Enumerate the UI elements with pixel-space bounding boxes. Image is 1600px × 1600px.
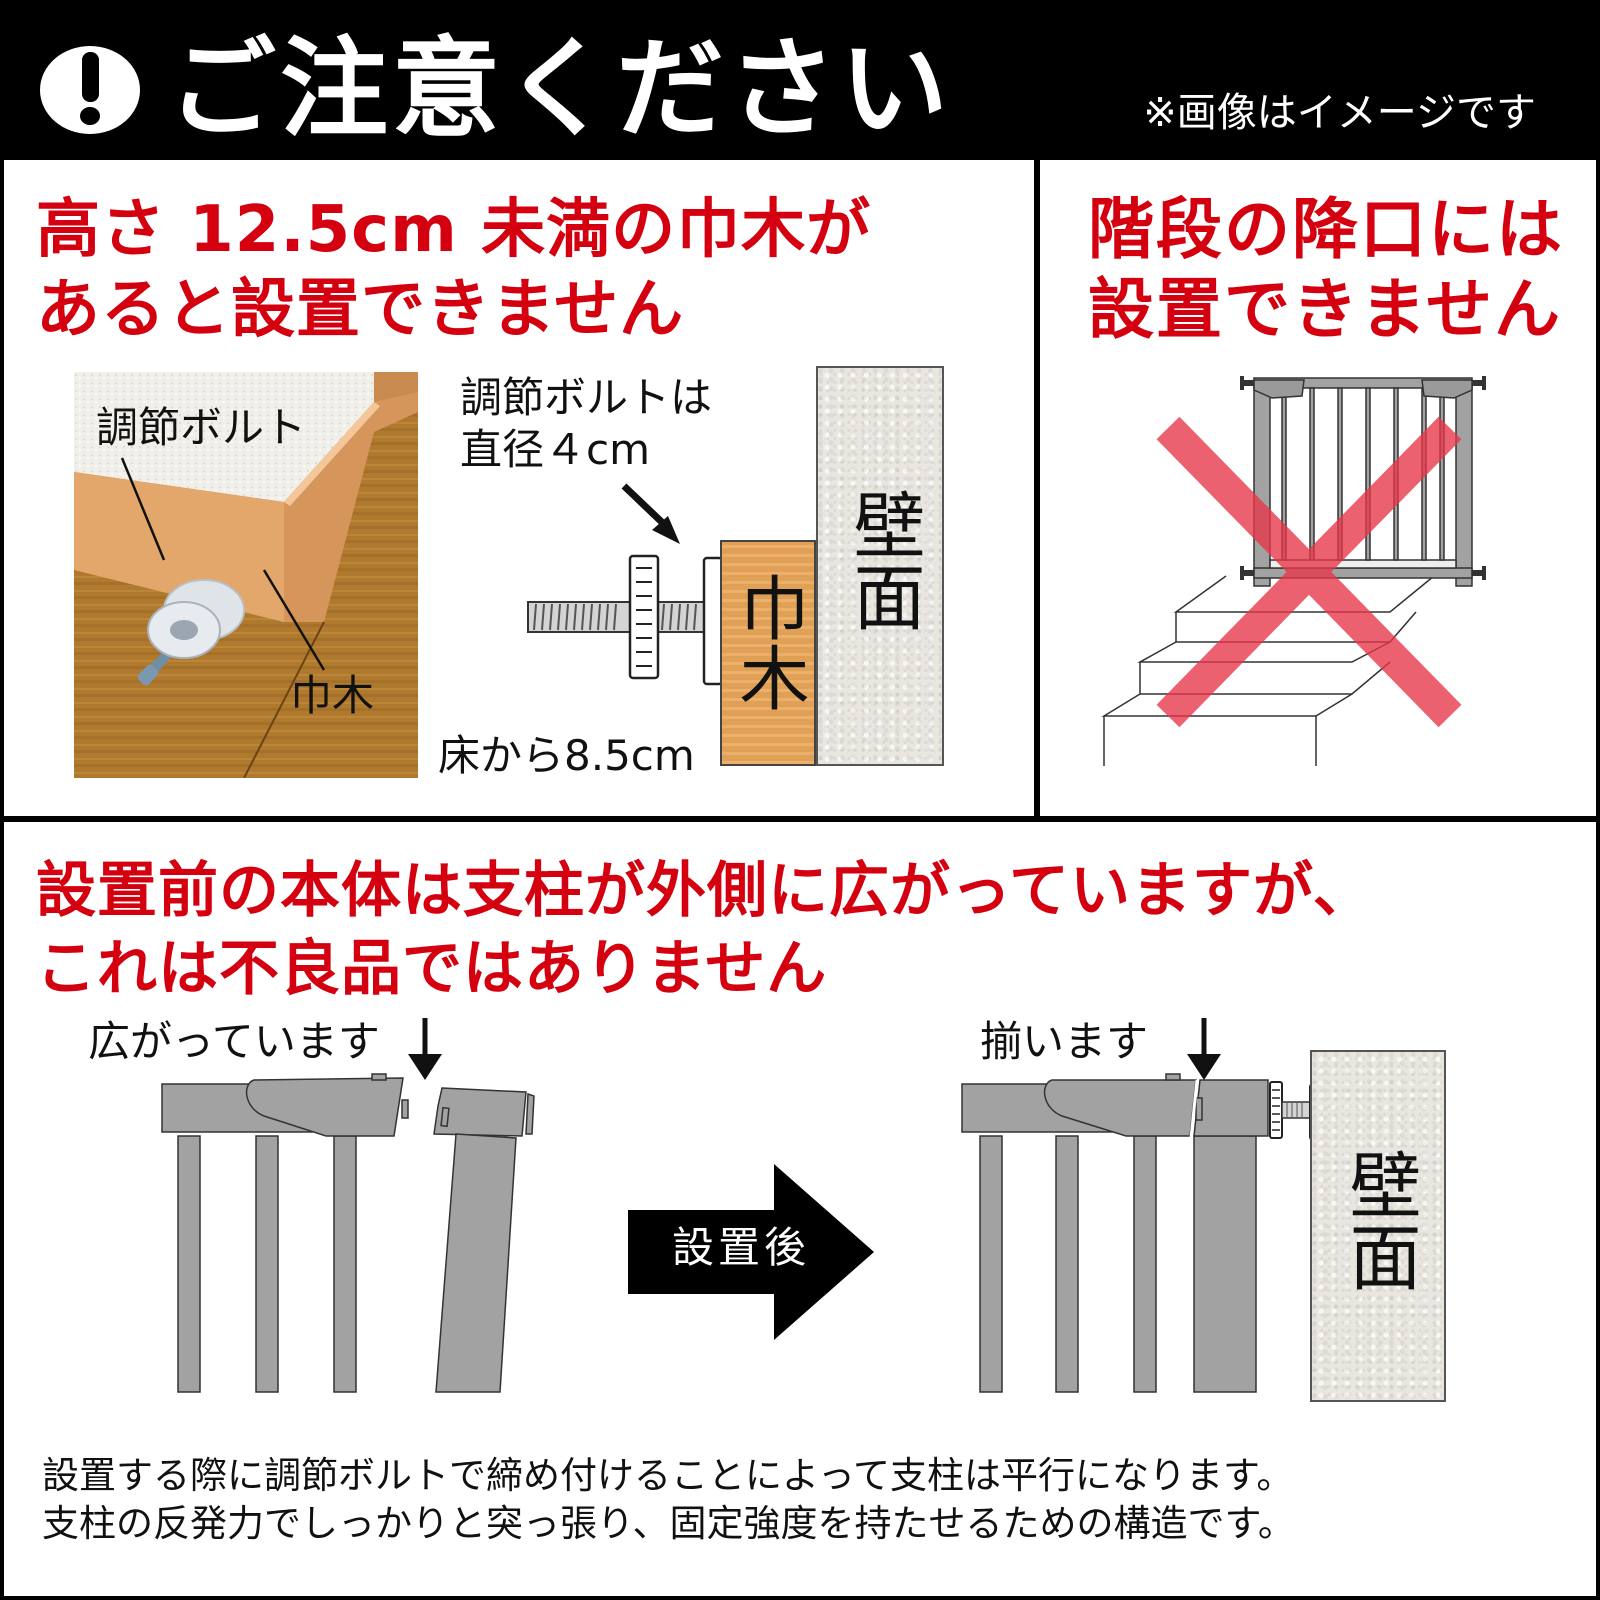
after-install-label: 揃います — [980, 1017, 1149, 1066]
stairs-warning-heading: 階段の降口には 設置できません — [1088, 190, 1564, 350]
heading-line-1: 設置前の本体は支柱が外側に広がっていますが、 — [36, 856, 1374, 926]
heading-line-2: 設置できません — [1088, 271, 1563, 348]
heading-line-2: あると設置できません — [36, 273, 685, 347]
bolt-cross-section-diagram — [527, 483, 724, 686]
structure-description: 設置する際に調節ボルトで締め付けることによって支柱は平行になります。 支柱の反発… — [42, 1452, 1295, 1548]
description-line-2: 支柱の反発力でしっかりと突っ張り、固定強度を持たせるための構造です。 — [42, 1502, 1295, 1545]
skirting-board-block: 巾木 — [720, 540, 816, 766]
photo-label-adjust-bolt: 調節ボルト — [96, 403, 307, 452]
photo-label-skirting: 巾木 — [290, 671, 375, 720]
after-installation-arrow-icon — [628, 1164, 874, 1340]
skirting-block-label: 巾木 — [728, 572, 810, 712]
gate-post-diagrams — [161, 1018, 1319, 1393]
after-installation-label: 設置後 — [672, 1223, 811, 1272]
arrow-down-icon — [408, 1018, 442, 1080]
bolt-label-line-1: 調節ボルトは — [460, 373, 713, 422]
wall-block: 壁面 — [1310, 1050, 1446, 1402]
post-spread-notice-panel: 設置前の本体は支柱が外側に広がっていますが、 これは不良品ではありません 広がっ… — [4, 822, 1596, 1596]
wall-block-label: 壁面 — [1337, 1148, 1421, 1292]
gate-on-stairs-illustration — [1101, 376, 1486, 766]
heading-line-1: 高さ 12.5cm 未満の巾木が — [36, 193, 872, 267]
wall-block-label: 壁面 — [841, 488, 925, 632]
before-install-label: 広がっています — [88, 1017, 380, 1066]
arrow-down-right-icon — [652, 516, 680, 544]
arrow-down-icon — [1187, 1018, 1221, 1080]
header-bar: ご注意ください ※画像はイメージです — [0, 0, 1600, 158]
red-x-prohibited-icon — [1156, 416, 1462, 728]
heading-line-2: これは不良品ではありません — [36, 934, 828, 1004]
diagram-floor-height-label: 床から8.5cm — [438, 731, 695, 780]
post-notice-heading: 設置前の本体は支柱が外側に広がっていますが、 これは不良品ではありません — [36, 852, 1374, 1008]
wall-block: 壁面 — [816, 366, 944, 766]
diagram-bolt-diameter-label: 調節ボルトは 直径４cm — [460, 372, 712, 476]
heading-line-1: 階段の降口には — [1088, 191, 1564, 268]
page-title: ご注意ください — [168, 27, 953, 152]
exclamation-circle-icon — [40, 46, 140, 134]
image-disclaimer: ※画像はイメージです — [1143, 90, 1536, 136]
bolt-label-line-2: 直径４cm — [460, 425, 651, 474]
skirting-warning-panel: 高さ 12.5cm 未満の巾木が あると設置できません — [4, 160, 1034, 816]
skirting-warning-heading: 高さ 12.5cm 未満の巾木が あると設置できません — [36, 190, 871, 350]
stairs-warning-panel: 階段の降口には 設置できません — [1040, 160, 1596, 816]
skirting-bolt-photo — [74, 372, 418, 778]
description-line-1: 設置する際に調節ボルトで締め付けることによって支柱は平行になります。 — [42, 1454, 1294, 1497]
